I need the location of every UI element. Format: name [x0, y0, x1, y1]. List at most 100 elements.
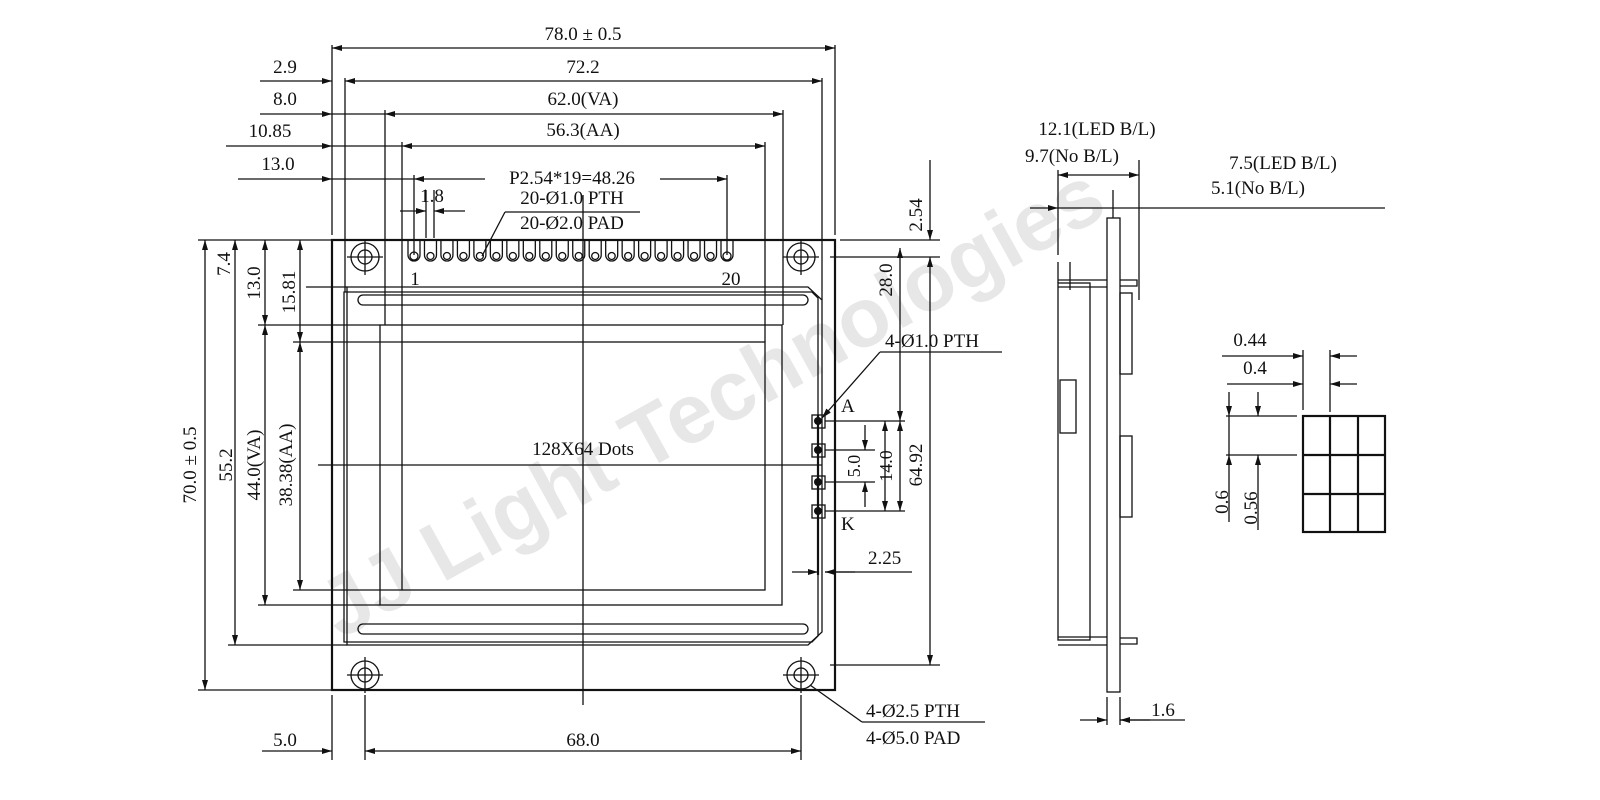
right-dimensions: 2.54 64.92 28.0 14.0 5.0 4-Ø1.0 PTH 2.25	[792, 160, 1002, 666]
pin-pad	[440, 240, 454, 262]
dim-overall-height: 70.0 ± 0.5	[180, 427, 201, 504]
pin-hole	[426, 251, 435, 261]
pin-hole	[640, 251, 649, 261]
pin-pad	[555, 240, 569, 262]
offset-8-0: 8.0	[273, 89, 297, 110]
dim-pin-offset: 1.8	[420, 186, 444, 207]
left-offsets: 2.9 8.0 10.85 13.0	[226, 57, 414, 182]
dim-led-total: 12.1(LED B/L)	[1038, 119, 1155, 140]
pin-pad	[407, 240, 421, 262]
pin-pad	[687, 240, 701, 262]
dim-overall-width: 78.0 ± 0.5	[545, 24, 622, 45]
pin-pad	[473, 240, 487, 262]
bezel	[343, 291, 819, 643]
mounting-holes	[347, 239, 819, 693]
dim-nobl-total: 9.7(No B/L)	[1025, 146, 1119, 167]
side-view: 12.1(LED B/L) 9.7(No B/L) 7.5(LED B/L) 5…	[1025, 119, 1385, 725]
dim-aa-width: 56.3(AA)	[546, 120, 619, 141]
pin-pad	[522, 240, 536, 262]
dim-2-54: 2.54	[906, 198, 927, 232]
pin-pad	[703, 240, 718, 262]
pin-hole	[591, 251, 600, 261]
pin-pad	[456, 240, 471, 262]
dim-dot-width: 0.4	[1243, 358, 1267, 379]
pin-pad	[670, 240, 685, 262]
pin-hole	[689, 251, 699, 261]
dim-led-module: 7.5(LED B/L)	[1229, 153, 1337, 174]
pin-hole	[508, 251, 517, 261]
dim-pin-pitch: P2.54*19=48.26	[509, 168, 635, 189]
dim-7-4: 7.4	[214, 252, 235, 276]
dim-hole-spacing: 68.0	[566, 730, 599, 751]
mount-hole-icon	[783, 657, 819, 693]
offset-13-0: 13.0	[261, 154, 294, 175]
mount-hole-icon	[347, 657, 383, 693]
pin-pad	[489, 240, 504, 262]
pin-header	[407, 240, 734, 262]
dim-55-2: 55.2	[216, 448, 237, 481]
mount-hole-icon	[783, 239, 819, 275]
mount-pad-note: 4-Ø5.0 PAD	[866, 728, 960, 749]
bottom-dimensions: 5.0 68.0 4-Ø2.5 PTH 4-Ø5.0 PAD	[262, 684, 985, 760]
pin-pad	[572, 240, 586, 262]
led-pads	[811, 414, 826, 575]
dim-nobl-module: 5.1(No B/L)	[1211, 178, 1305, 199]
dim-va-width: 62.0(VA)	[548, 89, 619, 110]
pin-hole	[492, 251, 501, 261]
pin-hole	[574, 251, 583, 261]
dim-dot-height: 0.56	[1241, 491, 1262, 524]
dots-label: 128X64 Dots	[532, 439, 634, 460]
pin-pad	[605, 240, 619, 262]
dim-28-0: 28.0	[876, 263, 897, 296]
dim-64-92: 64.92	[906, 444, 927, 487]
dim-5-0: 5.0	[844, 455, 864, 478]
pin-hole	[442, 251, 452, 261]
anode-label: A	[841, 396, 855, 417]
dim-va-height: 44.0(VA)	[244, 430, 265, 501]
dim-hole-offset: 5.0	[273, 730, 297, 751]
pin-hole	[541, 251, 550, 261]
pin-hole	[459, 251, 468, 261]
dim-pitch-y: 0.6	[1212, 490, 1233, 514]
pin-pad	[588, 240, 602, 262]
pin-hole	[558, 251, 567, 261]
front-view: 128X64 Dots 1 20 A K 78.0 ± 0.5 7	[180, 24, 1002, 760]
dim-aa-height: 38.38(AA)	[276, 424, 297, 507]
side-module-body	[1057, 282, 1091, 641]
top-dimensions: 78.0 ± 0.5 72.2 62.0(VA) 56.3(AA) P2.54*…	[331, 24, 836, 342]
offset-10-85: 10.85	[249, 121, 292, 142]
pin-hole	[607, 251, 616, 261]
pin-20-label: 20	[722, 269, 741, 290]
dot-detail: 0.44 0.4 0.6 0.56	[1212, 330, 1387, 534]
pin-hole-note: 20-Ø1.0 PTH	[520, 188, 624, 209]
led-hole-note: 4-Ø1.0 PTH	[885, 331, 979, 352]
pin-hole	[624, 251, 633, 261]
cathode-label: K	[841, 514, 855, 535]
pin-hole	[673, 251, 682, 261]
pin-hole	[656, 251, 666, 261]
pin-pad	[637, 240, 652, 262]
pin-pad-note: 20-Ø2.0 PAD	[520, 213, 624, 234]
pin-hole	[525, 251, 534, 261]
pin-pad	[654, 240, 668, 262]
dim-pcb-thickness: 1.6	[1151, 700, 1175, 721]
offset-2-9: 2.9	[273, 57, 297, 78]
pin-pad	[720, 240, 734, 262]
pin-pad	[423, 240, 438, 262]
pin-pad	[621, 240, 635, 262]
pin-pad	[506, 240, 520, 262]
dim-15-81: 15.81	[279, 271, 300, 314]
pin-hole	[706, 251, 715, 261]
left-dimensions: 70.0 ± 0.5 55.2 44.0(VA) 38.38(AA) 7.4 1…	[180, 239, 402, 691]
side-pcb	[1106, 217, 1121, 693]
dim-pitch-x: 0.44	[1233, 330, 1267, 351]
dim-14-0: 14.0	[876, 450, 896, 482]
mount-hole-icon	[347, 239, 383, 275]
pin-1-label: 1	[410, 269, 420, 290]
pin-pad	[539, 240, 553, 262]
dim-72: 72.2	[566, 57, 599, 78]
pin-hole	[475, 251, 485, 261]
dim-2-25: 2.25	[868, 548, 901, 569]
dim-13-0: 13.0	[244, 266, 265, 299]
